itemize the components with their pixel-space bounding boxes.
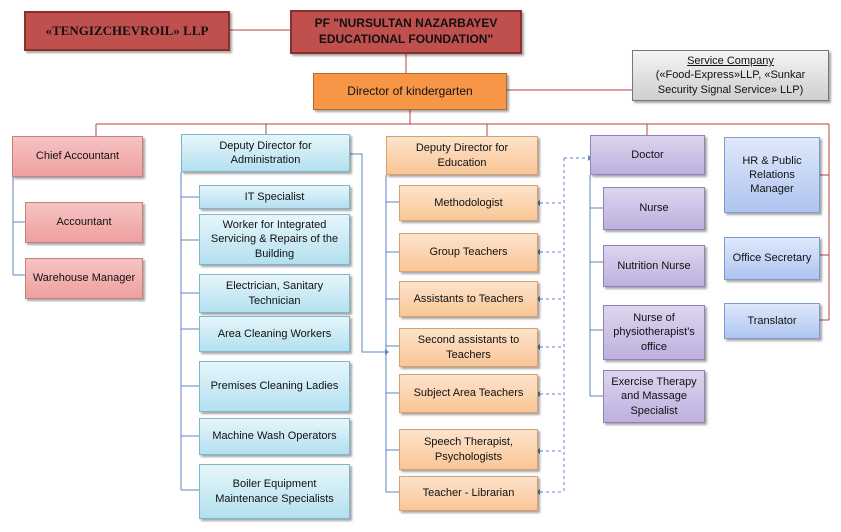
office-secretary-box: Office Secretary [724,237,820,280]
admin-item-box: IT Specialist [199,185,350,209]
director-box: Director of kindergarten [313,73,507,110]
service-company-box: Service Company («Food-Express»LLP, «Sun… [632,50,829,101]
hr-manager-box: HR & Public Relations Manager [724,137,820,213]
education-item-box: Assistants to Teachers [399,281,538,317]
medical-item-box: Nutrition Nurse [603,245,705,287]
education-item-box: Subject Area Teachers [399,374,538,413]
admin-item-box: Worker for Integrated Servicing & Repair… [199,214,350,265]
admin-item-box: Machine Wash Operators [199,418,350,455]
chief-accountant-box: Chief Accountant [12,136,143,177]
tengizchevroil-box: «TENGIZCHEVROIL» LLP [24,11,230,51]
education-item-box: Teacher - Librarian [399,476,538,511]
service-company-detail: («Food-Express»LLP, «Sunkar Security Sig… [655,69,806,96]
deputy-education-box: Deputy Director for Education [386,136,538,175]
medical-item-box: Nurse of physiotherapist's office [603,305,705,360]
accountant-box: Accountant [25,202,143,243]
warehouse-manager-box: Warehouse Manager [25,258,143,299]
medical-item-box: Exercise Therapy and Massage Specialist [603,370,705,423]
doctor-box: Doctor [590,135,705,175]
service-company-title: Service Company [687,55,774,68]
deputy-administration-box: Deputy Director for Administration [181,134,350,172]
education-item-box: Speech Therapist, Psychologists [399,429,538,470]
foundation-box: PF "NURSULTAN NAZARBAYEV EDUCATIONAL FOU… [290,10,522,54]
admin-item-box: Area Cleaning Workers [199,316,350,352]
admin-item-box: Electrician, Sanitary Technician [199,274,350,313]
education-item-box: Second assistants to Teachers [399,328,538,367]
admin-item-box: Premises Cleaning Ladies [199,361,350,412]
admin-item-box: Boiler Equipment Maintenance Specialists [199,464,350,519]
education-item-box: Methodologist [399,185,538,221]
medical-item-box: Nurse [603,187,705,230]
translator-box: Translator [724,303,820,339]
education-item-box: Group Teachers [399,233,538,272]
